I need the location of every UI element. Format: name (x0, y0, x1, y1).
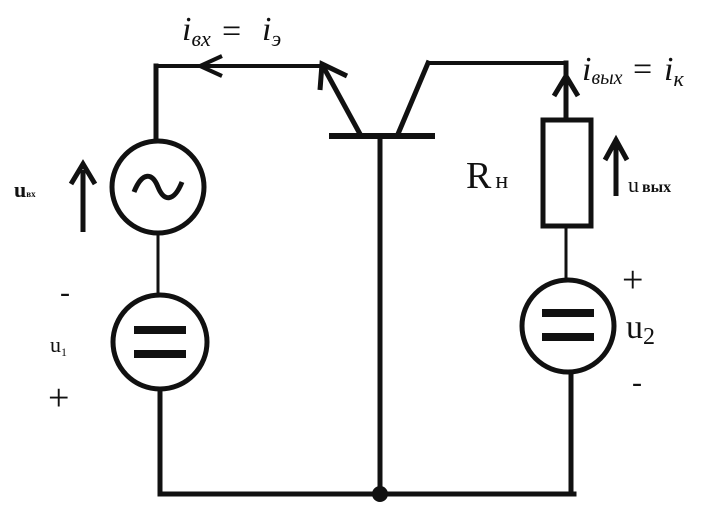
transistor-collector (394, 59, 432, 138)
u1-voltage-label: u1 (50, 332, 67, 359)
output-current-equals: = (633, 51, 652, 88)
u1-plus-sign: + (48, 377, 69, 419)
input-current-arrow-head (195, 54, 223, 78)
input-current-label: iвх (182, 11, 211, 51)
transistor-emitter (320, 64, 364, 138)
input-voltage-label: uвх (14, 177, 36, 202)
u2-minus-sign: - (632, 366, 642, 399)
input-current-equals: = (222, 13, 241, 50)
dc-source-u2 (519, 277, 617, 375)
u-in-arrow-head (68, 159, 98, 186)
emitter-arrow-head (317, 60, 349, 91)
collector-current-label: iк (664, 51, 684, 91)
load-resistor (540, 117, 594, 229)
emitter-current-label: iэ (262, 11, 281, 51)
u1-minus-sign: - (60, 276, 70, 309)
junction-dot (372, 486, 388, 502)
i-out-arrow-head (551, 71, 581, 98)
u2-voltage-label: u2 (626, 309, 655, 350)
output-current-label: iвых (582, 51, 623, 89)
sine-icon (131, 173, 185, 201)
u-out-arrow-head (602, 134, 630, 162)
dc-source-u1 (110, 292, 210, 392)
u2-plus-sign: + (622, 259, 643, 301)
